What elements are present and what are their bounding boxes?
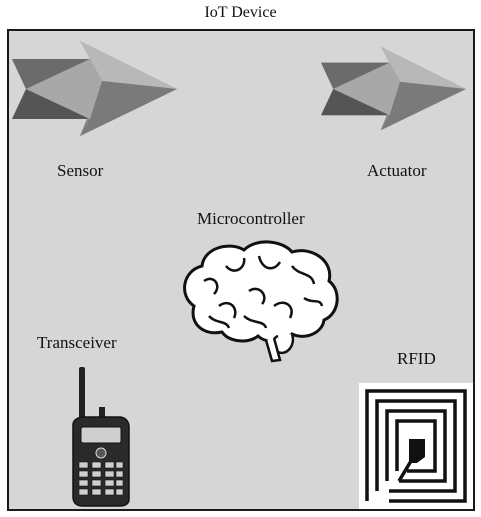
iot-device-panel: Sensor Actuator Microcontroller Transcei… [7,29,475,511]
transceiver-label: Transceiver [37,333,117,352]
rfid-label: RFID [397,349,436,368]
diagram-title: IoT Device [204,4,277,21]
walkie-talkie-icon [72,367,130,507]
rfid-tag-icon [359,383,473,509]
microcontroller-label: Microcontroller [197,209,305,228]
sensor-label: Sensor [57,161,104,180]
brain-icon [183,240,339,363]
sensor-arrow-icon [12,41,177,136]
actuator-label: Actuator [367,161,427,180]
actuator-arrow-icon [321,46,466,131]
